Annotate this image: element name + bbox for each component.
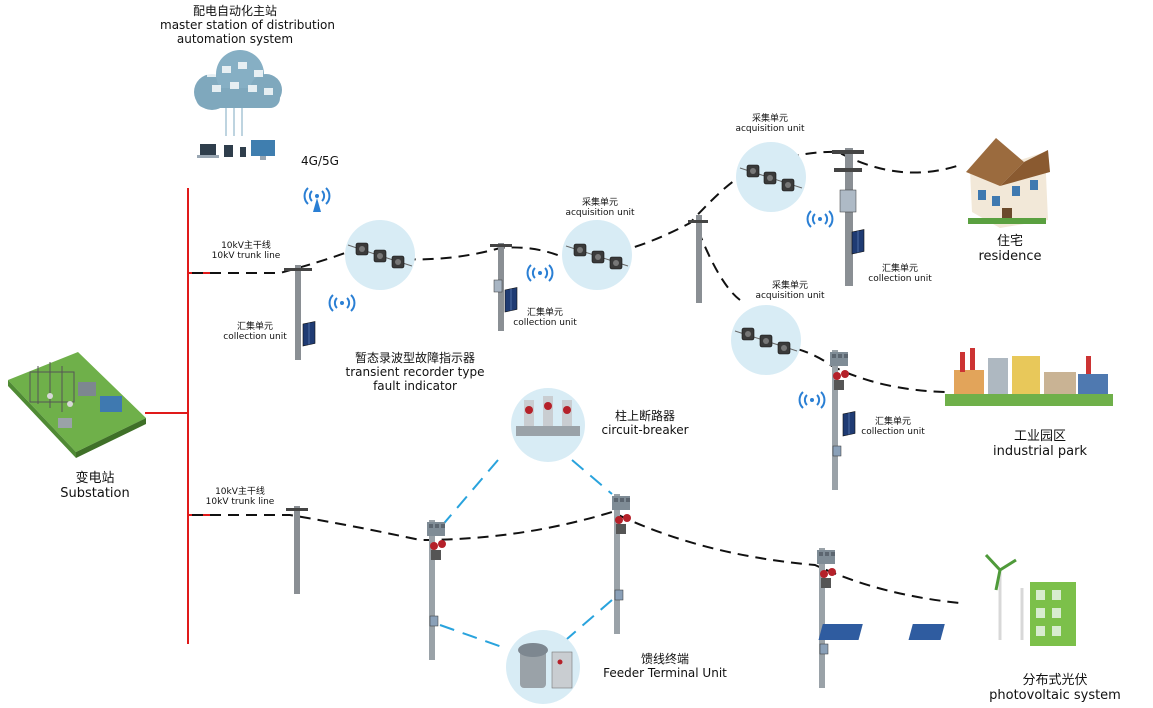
pole-residence [832,148,865,286]
pole-1 [284,265,316,360]
feeder-terminal-icon [506,630,580,704]
pole-2 [490,243,518,331]
substation-icon [8,352,146,458]
switch-pole-1 [426,519,447,661]
wireless-icon-2 [526,264,554,282]
terminal-devices-icon [197,140,275,160]
fault-indicator-bubble-3 [736,142,806,212]
master-station-label: 配电自动化主站 master station of distribution a… [160,4,336,46]
switch-pole-2 [611,493,632,635]
fault-indicator-bubble-4 [731,305,801,375]
cell-tower-icon [303,187,331,212]
house-icon [966,138,1050,228]
fault-indicator-bubble-1 [345,220,415,290]
fault-indicator-label: 暂态录波型故障指示器 transient recorder type fault… [345,351,485,393]
pole-4 [286,506,308,594]
factory-icon [945,348,1113,406]
communication-links [439,459,613,649]
wireless-icon-1 [328,294,356,312]
pole-3 [688,215,708,303]
wireless-icon-4 [798,391,826,409]
fault-indicator-bubble-2 [562,220,632,290]
circuit-breaker-icon [511,388,585,462]
pole-industrial [829,349,856,491]
network-label: 4G/5G [301,154,339,168]
cloud-server-icon [194,50,282,136]
wireless-icon-3 [806,210,834,228]
solar-plant-icon [818,553,1076,646]
